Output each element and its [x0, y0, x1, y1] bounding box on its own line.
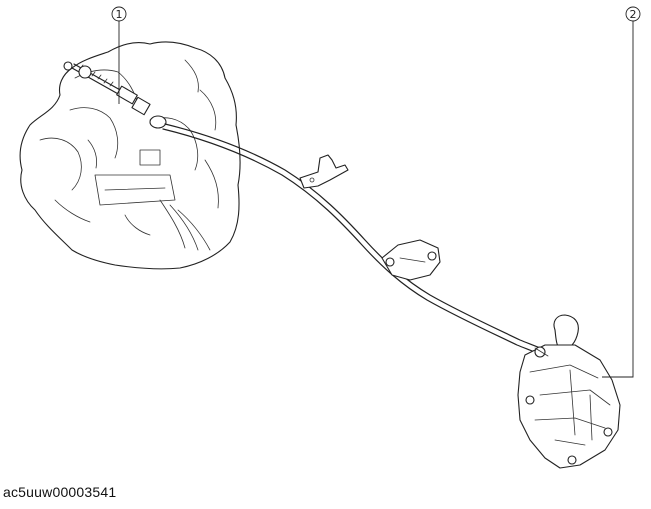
callout-1-label: 1 — [116, 8, 123, 21]
shift-lever-assembly — [517, 314, 621, 469]
callout-2-label: 2 — [630, 8, 637, 21]
callout-2: 2 — [602, 6, 641, 378]
cable-bracket-upper — [299, 154, 349, 189]
cable-bracket-middle — [381, 239, 441, 281]
callout-1: 1 — [111, 6, 127, 104]
figure-code: ac5uuw00003541 — [3, 484, 117, 500]
cable-end-transaxle — [63, 61, 167, 129]
transaxle-illustration — [19, 41, 241, 270]
